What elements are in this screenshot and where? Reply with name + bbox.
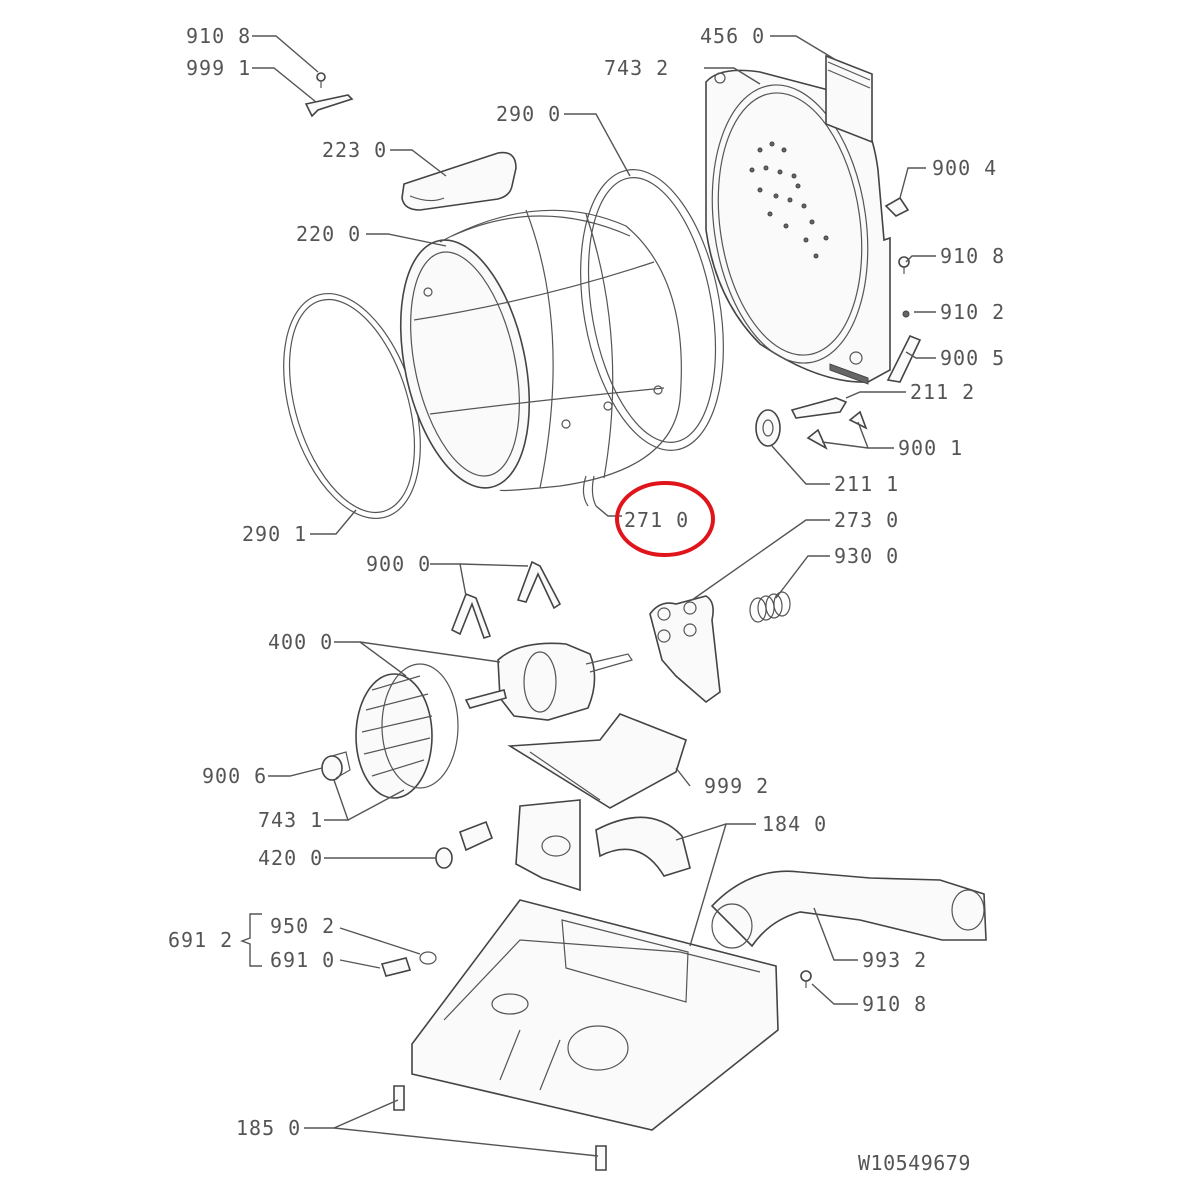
- callout-691-0: 691 0: [270, 948, 335, 972]
- motor-part-400-0: [464, 642, 633, 721]
- callout-labels: 910 8 999 1 456 0 743 2 290 0 223 0 900 …: [168, 24, 1005, 1175]
- callout-900-4: 900 4: [932, 156, 997, 180]
- callout-743-2: 743 2: [604, 56, 669, 80]
- callout-271-0: 271 0: [624, 508, 689, 532]
- hub-part-900-6: [321, 751, 351, 781]
- foot-part-185-0-right: [595, 1145, 607, 1171]
- callout-184-0: 184 0: [762, 812, 827, 836]
- bracket-part-900-5: [886, 334, 922, 383]
- callout-290-1: 290 1: [242, 522, 307, 546]
- screw-part-910-8-top: [316, 72, 326, 88]
- callout-910-8-bottom: 910 8: [862, 992, 927, 1016]
- spring-part-930-0: [749, 591, 791, 623]
- drum-part-220-0: [399, 209, 682, 492]
- leader-lines: [240, 35, 936, 1157]
- duct-hose-part-993-2: [710, 870, 987, 949]
- callout-211-1: 211 1: [834, 472, 899, 496]
- drum-hose-part-271-0: [582, 475, 597, 507]
- callout-910-8-right: 910 8: [940, 244, 1005, 268]
- callout-910-8-top: 910 8: [186, 24, 251, 48]
- bracket-part-273-0: [649, 595, 721, 704]
- callout-900-1: 900 1: [898, 436, 963, 460]
- ring-part-950-2: [419, 951, 437, 965]
- callout-220-0: 220 0: [296, 222, 361, 246]
- foot-part-185-0-left: [393, 1085, 405, 1111]
- screw-part-910-8-right: [898, 256, 910, 274]
- callout-900-5: 900 5: [940, 346, 1005, 370]
- callout-993-2: 993 2: [862, 948, 927, 972]
- clip-part-900-1: [806, 410, 868, 450]
- spring-part-900-4: [884, 196, 910, 217]
- thermostat-part-420-0: [435, 820, 494, 869]
- callout-900-6: 900 6: [202, 764, 267, 788]
- highlight-circle: [615, 481, 715, 557]
- base-part: [411, 899, 779, 1131]
- callout-743-1: 743 1: [258, 808, 323, 832]
- callout-900-0: 900 0: [366, 552, 431, 576]
- rear-panel-part-743-2: [705, 69, 891, 383]
- duct-cover-part-999-2: [507, 713, 687, 809]
- callout-420-0: 420 0: [258, 846, 323, 870]
- callout-456-0: 456 0: [700, 24, 765, 48]
- callout-999-1: 999 1: [186, 56, 251, 80]
- nut-part-910-2: [902, 310, 910, 318]
- blower-wheel-part-400-0: [355, 663, 459, 799]
- callout-999-2: 999 2: [704, 774, 769, 798]
- clip-part-999-1: [304, 94, 354, 118]
- callout-223-0: 223 0: [322, 138, 387, 162]
- callout-211-2: 211 2: [910, 380, 975, 404]
- shaft-part-211-2: [790, 397, 848, 419]
- clamp-part-900-0: [450, 560, 562, 640]
- screw-part-910-8-bottom: [800, 970, 812, 988]
- callout-930-0: 930 0: [834, 544, 899, 568]
- bracket-part-223-0: [401, 151, 517, 211]
- callout-273-0: 273 0: [834, 508, 899, 532]
- callout-185-0: 185 0: [236, 1116, 301, 1140]
- wheel-part-211-1: [755, 409, 781, 447]
- callout-950-2: 950 2: [270, 914, 335, 938]
- pin-part-691-0: [380, 957, 412, 977]
- housing-part-184-0: [515, 799, 691, 892]
- drawing-number: W10549679: [858, 1151, 971, 1175]
- callout-910-2: 910 2: [940, 300, 1005, 324]
- callout-290-0: 290 0: [496, 102, 561, 126]
- heater-part-456-0: [825, 54, 873, 385]
- callout-691-2: 691 2: [168, 928, 233, 952]
- callout-400-0: 400 0: [268, 630, 333, 654]
